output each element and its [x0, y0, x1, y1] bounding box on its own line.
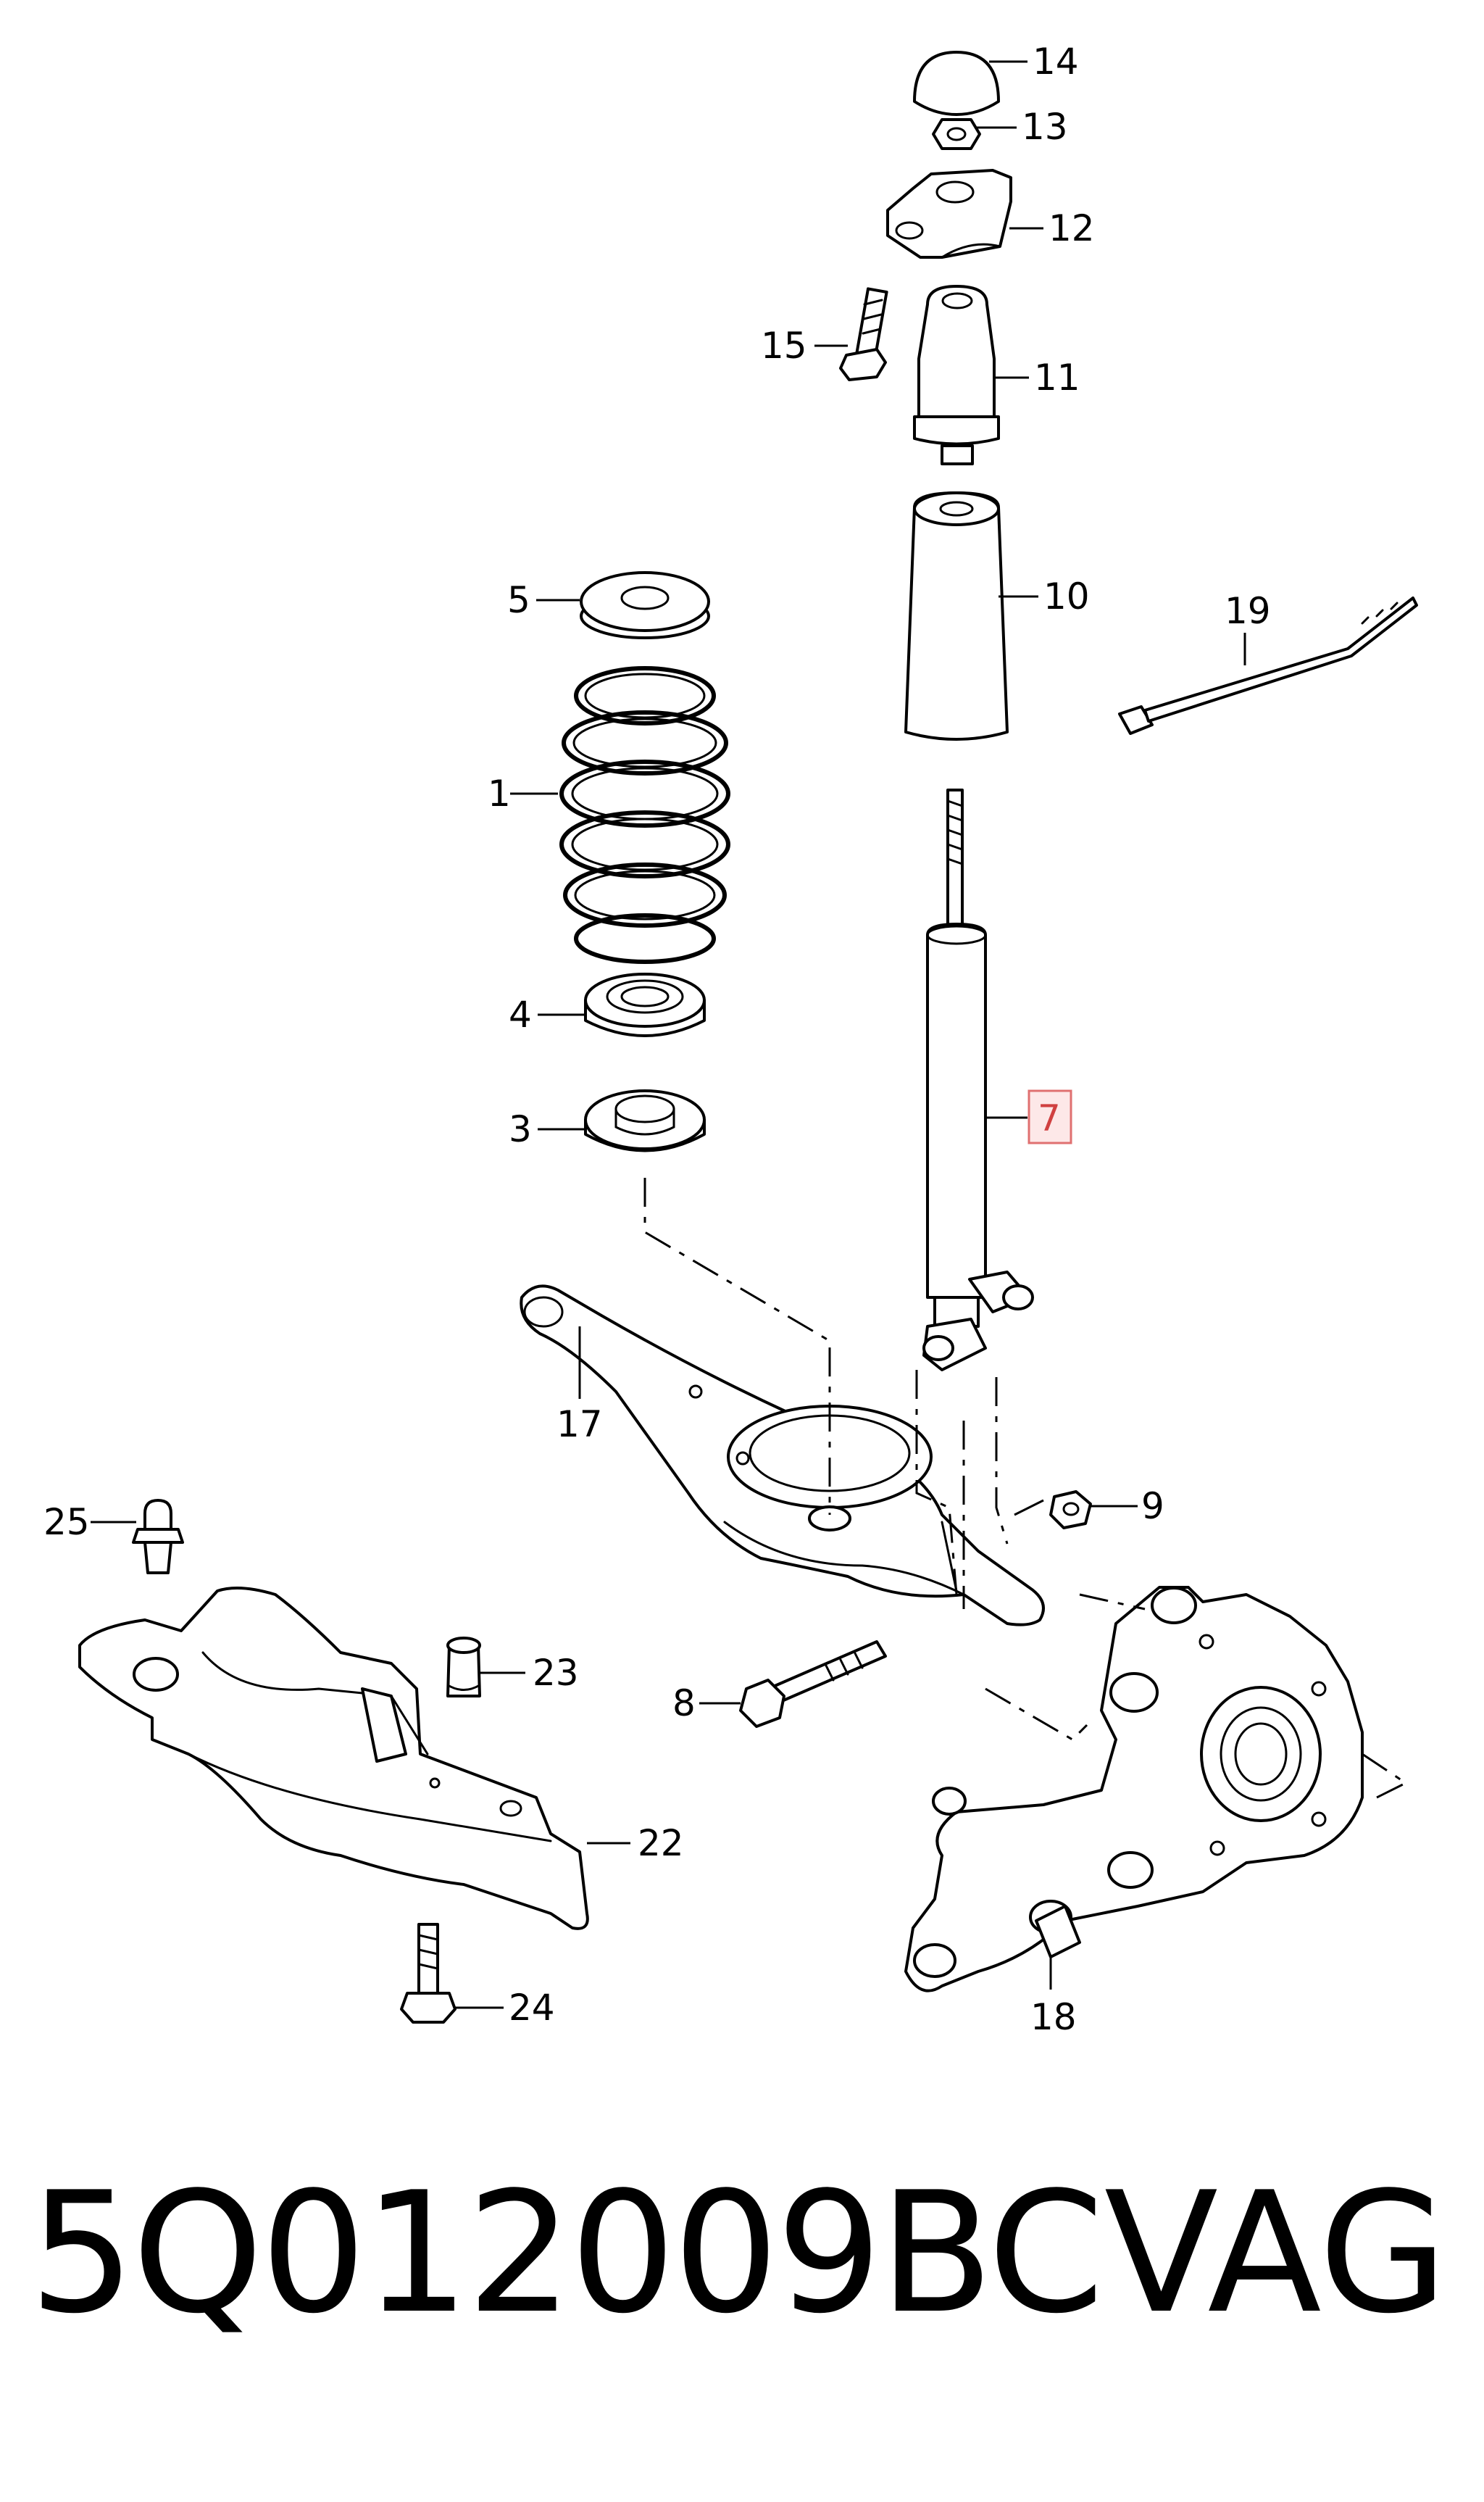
part-14-dust-cap — [913, 51, 1000, 116]
part-4-spring-isolator — [584, 973, 706, 1037]
part-18-wheel-carrier — [904, 1586, 1364, 1992]
part-1-coil-spring — [559, 666, 730, 964]
part-10-protective-sleeve — [904, 491, 1009, 741]
part-11-bump-stop — [913, 285, 1000, 465]
callouts: 14 13 12 15 11 10 19 5 1 4 3 7 17 9 8 25… — [43, 41, 1271, 2038]
callout-22: 22 — [638, 1822, 684, 1864]
callout-14: 14 — [1033, 41, 1079, 83]
callout-24: 24 — [509, 1987, 555, 2029]
part-24-bolt — [400, 1923, 457, 2024]
part-3-spring-seat — [584, 1089, 706, 1152]
footer: 5Q012009BC VAG — [0, 2160, 1484, 2348]
part-number: 5Q012009BC — [29, 2157, 1104, 2351]
callout-23: 23 — [533, 1652, 579, 1694]
part-19-cable-tie — [1118, 597, 1418, 735]
callout-15: 15 — [761, 325, 807, 367]
callout-9: 9 — [1141, 1485, 1164, 1527]
callout-4: 4 — [509, 994, 532, 1036]
callout-12: 12 — [1049, 207, 1095, 249]
callout-8: 8 — [672, 1682, 696, 1724]
part-15-bolt — [839, 287, 888, 381]
part-5-upper-spring-seat — [580, 571, 710, 639]
leader-lines — [91, 60, 1246, 2009]
callout-11: 11 — [1034, 357, 1080, 399]
part-17-trailing-arm — [520, 1284, 1045, 1626]
callout-25: 25 — [43, 1501, 90, 1543]
part-9-nut — [1049, 1490, 1092, 1529]
brand-name: VAG — [1104, 2157, 1448, 2351]
part-12-strut-mount — [886, 169, 1012, 259]
callout-17: 17 — [556, 1403, 603, 1445]
callout-18: 18 — [1030, 1996, 1077, 2038]
highlight-box-7 — [1027, 1089, 1072, 1144]
assembly-lines — [643, 1178, 1408, 1799]
callout-5: 5 — [507, 579, 530, 621]
callout-3: 3 — [509, 1108, 532, 1150]
callout-7: 7 — [1038, 1097, 1061, 1139]
callout-1: 1 — [488, 773, 511, 815]
callout-10: 10 — [1043, 575, 1090, 618]
part-8-bolt — [739, 1640, 887, 1728]
callout-13: 13 — [1022, 106, 1068, 148]
callout-19: 19 — [1225, 590, 1271, 632]
part-7-shock-absorber — [922, 789, 1034, 1371]
part-23-bushing — [446, 1637, 481, 1697]
part-25-clip — [132, 1499, 184, 1574]
part-22-subframe — [78, 1587, 589, 1930]
part-13-nut — [932, 118, 981, 150]
